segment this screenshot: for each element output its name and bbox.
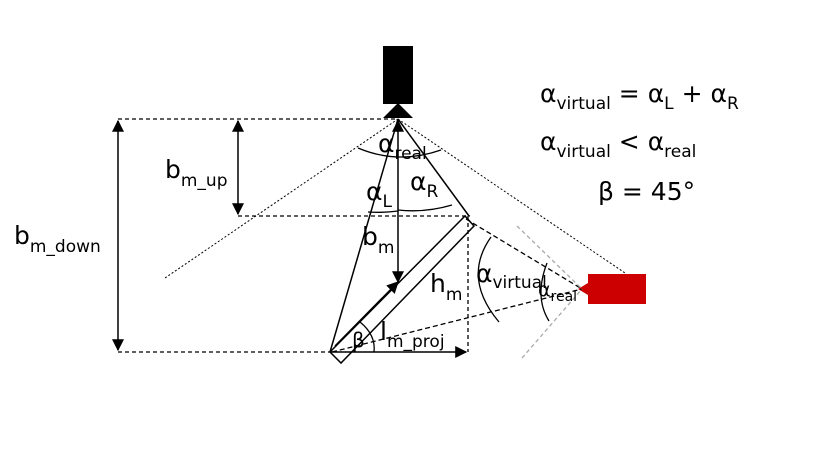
alpha-real-side-arc [540, 262, 550, 322]
side-fov-lower-grey [521, 288, 583, 359]
alpha-l-arc [367, 210, 399, 213]
alpha-virtual-label: αvirtual [476, 259, 547, 293]
equation-beta: β = 45° [598, 177, 695, 206]
alpha-real-top-label: αreal [378, 129, 427, 164]
fov-left-dotted [164, 118, 399, 279]
equation-virtual-sum: αvirtual = αL + αR [540, 79, 739, 114]
view-line-left [329, 118, 399, 353]
side-fov-upper-grey [516, 225, 583, 290]
top-camera-lens [383, 103, 413, 118]
b-m-label: bm [362, 222, 394, 258]
alpha-real-top-arc [357, 147, 442, 158]
alpha-virtual-arc [477, 236, 500, 323]
view-line-right [397, 118, 470, 217]
mirror [328, 214, 476, 365]
fov-right-dotted [397, 118, 626, 274]
alpha-r-arc [397, 204, 453, 212]
top-camera-body [383, 46, 413, 104]
beta-label: β [352, 328, 365, 352]
b-m-up-label: bm_up [165, 155, 228, 191]
equation-virtual-less-real: αvirtual < αreal [540, 127, 696, 162]
b-m-down-label: bm_down [14, 221, 101, 257]
side-camera-lens [578, 277, 598, 301]
h-m-label: hm [430, 269, 462, 305]
alpha-l-label: αL [366, 177, 392, 212]
l-m-proj-label: lm_proj [380, 317, 445, 352]
alpha-r-label: αR [410, 167, 438, 202]
beta-arc [359, 321, 375, 353]
alpha-real-side-label: αreal [538, 279, 577, 305]
virtual-ray-top [465, 218, 583, 290]
h-m-arrow [334, 281, 399, 347]
